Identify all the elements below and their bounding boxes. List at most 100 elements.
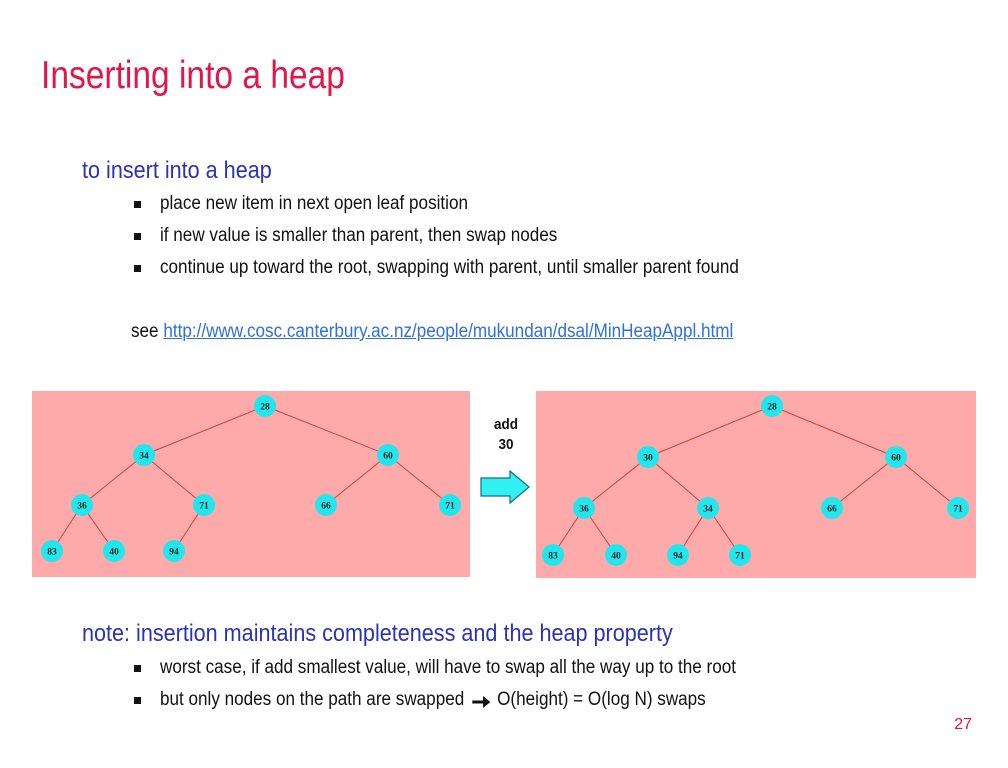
heap-node-circle: [573, 497, 595, 519]
heap-node-circle: [41, 540, 63, 562]
heap-node-circle: [103, 540, 125, 562]
bullet-item: continue up toward the root, swapping wi…: [160, 257, 739, 278]
heap-node-circle: [542, 544, 564, 566]
add-label-line2: 30: [498, 436, 514, 453]
heap-node-71: 71: [439, 494, 461, 516]
heap-node-34: 34: [133, 444, 155, 466]
bullet-item: but only nodes on the path are swapped O…: [160, 689, 706, 711]
heap-node-label: 94: [169, 548, 179, 558]
heap-node-circle: [315, 494, 337, 516]
add-label-line1: add: [493, 416, 518, 433]
heap-node-40: 40: [605, 544, 627, 566]
heap-node-label: 71: [199, 502, 209, 512]
heap-edge: [325, 454, 389, 506]
heap-node-label: 66: [827, 505, 837, 515]
heap-node-circle: [133, 444, 155, 466]
heap-edge: [387, 454, 451, 506]
heap-node-circle: [605, 544, 627, 566]
heap-node-label: 34: [139, 452, 149, 462]
heap-node-60: 60: [377, 444, 399, 466]
heap-node-circle: [697, 497, 719, 519]
see-prefix: see: [131, 321, 159, 342]
heap-node-label: 71: [953, 505, 963, 515]
heap-node-71: 71: [947, 497, 969, 519]
heap-node-66: 66: [315, 494, 337, 516]
heap-node-circle: [163, 540, 185, 562]
implies-arrow-icon: [469, 693, 492, 708]
bullet-item-suffix: O(height) = O(log N) swaps: [497, 689, 706, 710]
see-reference: see http://www.cosc.canterbury.ac.nz/peo…: [131, 321, 733, 343]
bullet-square-icon: [134, 265, 141, 272]
heap-node-30: 30: [637, 446, 659, 468]
heap-node-label: 28: [767, 403, 777, 413]
heap-node-circle: [377, 444, 399, 466]
heap-edge: [647, 456, 709, 509]
heap-node-28: 28: [761, 395, 783, 417]
heap-before-diagram: 28 34 60 36 71 66 71 83 40 94: [41, 395, 461, 562]
heap-edge: [583, 456, 649, 509]
heading-insert: to insert into a heap: [82, 157, 272, 184]
bullet-square-icon: [134, 697, 141, 704]
heap-node-circle: [885, 446, 907, 468]
heap-edge: [771, 405, 897, 458]
heap-node-circle: [821, 497, 843, 519]
heap-edge: [264, 405, 389, 456]
bullet-square-icon: [134, 233, 141, 240]
heap-node-36: 36: [573, 497, 595, 519]
heap-node-34: 34: [697, 497, 719, 519]
heap-node-94: 94: [163, 540, 185, 562]
heap-node-36: 36: [71, 494, 93, 516]
heap-node-label: 83: [548, 552, 558, 562]
heap-node-28: 28: [254, 395, 276, 417]
heap-node-label: 34: [703, 505, 713, 515]
heap-before-panel: 28 34 60 36 71 66 71 83 40 94: [32, 391, 470, 577]
heap-node-40: 40: [103, 540, 125, 562]
heap-node-label: 28: [260, 403, 270, 413]
slide-title: Inserting into a heap: [41, 54, 345, 97]
heap-node-label: 94: [673, 552, 683, 562]
heap-node-circle: [667, 544, 689, 566]
heap-edge: [647, 405, 773, 458]
heap-node-label: 71: [445, 502, 455, 512]
heap-node-circle: [637, 446, 659, 468]
heap-edge: [831, 456, 897, 509]
bullet-square-icon: [134, 665, 141, 672]
heap-edge: [81, 454, 145, 506]
heap-node-label: 66: [321, 502, 331, 512]
heap-node-94: 94: [667, 544, 689, 566]
heap-after-panel: 28 30 60 36 34 66 71 83 40 94 71: [536, 391, 976, 578]
heap-node-66: 66: [821, 497, 843, 519]
heap-edge: [143, 405, 266, 456]
heap-node-label: 40: [109, 548, 119, 558]
heap-after-diagram: 28 30 60 36 34 66 71 83 40 94 71: [542, 395, 969, 566]
right-arrow-icon: [480, 470, 530, 504]
heap-node-label: 36: [579, 505, 589, 515]
heap-edge: [895, 456, 959, 509]
heap-node-83: 83: [542, 544, 564, 566]
heap-node-label: 60: [891, 454, 901, 464]
page-number: 27: [954, 716, 972, 733]
heading-note: note: insertion maintains completeness a…: [82, 620, 673, 647]
bullet-item: if new value is smaller than parent, the…: [160, 225, 558, 246]
bullet-square-icon: [134, 201, 141, 208]
heap-node-circle: [193, 494, 215, 516]
heap-node-circle: [947, 497, 969, 519]
heap-node-60: 60: [885, 446, 907, 468]
heap-node-83: 83: [41, 540, 63, 562]
heap-node-circle: [439, 494, 461, 516]
heap-node-label: 36: [77, 502, 87, 512]
heap-node-label: 30: [643, 454, 653, 464]
heap-node-71: 71: [729, 544, 751, 566]
heap-node-circle: [729, 544, 751, 566]
heap-node-label: 71: [735, 552, 745, 562]
heap-node-circle: [761, 395, 783, 417]
heap-node-circle: [254, 395, 276, 417]
heap-node-label: 40: [611, 552, 621, 562]
heap-node-label: 60: [383, 452, 393, 462]
heap-node-71: 71: [193, 494, 215, 516]
bullet-item: worst case, if add smallest value, will …: [160, 657, 736, 678]
reference-link[interactable]: http://www.cosc.canterbury.ac.nz/people/…: [163, 321, 734, 342]
bullet-item: place new item in next open leaf positio…: [160, 193, 468, 214]
add-30-label: add 30: [488, 415, 524, 455]
heap-node-label: 83: [47, 548, 57, 558]
